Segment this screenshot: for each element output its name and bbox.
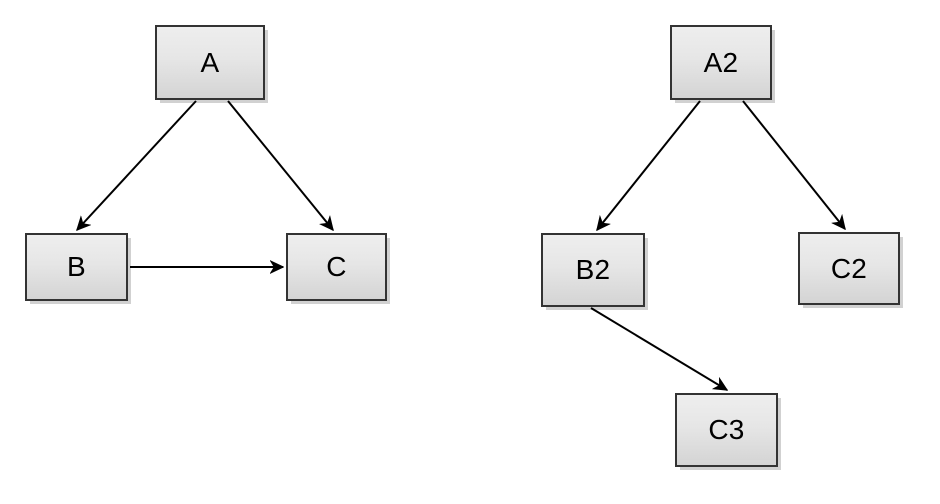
edge-a-to-c <box>227 100 333 230</box>
node-c3[interactable]: C3 <box>675 393 778 467</box>
node-b2[interactable]: B2 <box>541 233 645 307</box>
edge-group <box>77 100 845 391</box>
node-label-c2: C2 <box>830 252 868 284</box>
edge-a2-to-b2 <box>597 100 701 230</box>
node-a2[interactable]: A2 <box>670 25 772 100</box>
edge-a-to-b <box>77 100 197 230</box>
node-label-c: C <box>326 251 347 282</box>
node-label-a2: A2 <box>703 46 739 78</box>
edge-b2-to-c3 <box>590 307 727 391</box>
node-c2[interactable]: C2 <box>798 232 900 305</box>
node-label-a: A <box>200 46 220 78</box>
node-a[interactable]: A <box>155 25 265 100</box>
node-c[interactable]: C <box>286 233 387 301</box>
node-label-b2: B2 <box>575 254 611 285</box>
node-label-b: B <box>67 251 86 282</box>
edge-a2-to-c2 <box>742 100 845 229</box>
node-b[interactable]: B <box>25 233 128 301</box>
node-label-c3: C3 <box>708 414 745 445</box>
